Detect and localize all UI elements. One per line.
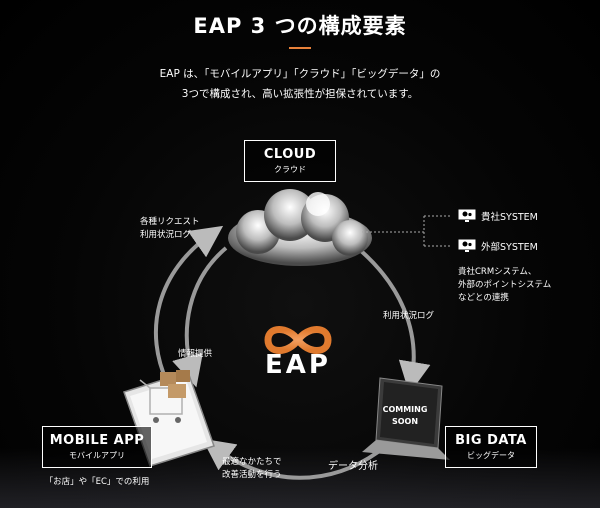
system-item-external: 外部SYSTEM bbox=[458, 238, 538, 254]
coming-soon-line-1: COMMING bbox=[382, 405, 428, 414]
coming-soon-line-2: SOON bbox=[391, 417, 419, 426]
laptop-illustration bbox=[362, 377, 450, 460]
flow-label-improvement-line-1: 最適なかたちで bbox=[222, 457, 282, 467]
arrow-cloud-to-mobile bbox=[172, 246, 228, 388]
arrow-mobile-to-cloud bbox=[154, 225, 224, 389]
system-item-external-label: 外部SYSTEM bbox=[481, 242, 538, 253]
system-note-line-2: 外部のポイントシステム bbox=[458, 280, 552, 290]
arrow-cloud-to-bigdata bbox=[358, 248, 431, 394]
monitor-gear-icon bbox=[458, 209, 476, 222]
system-note-line-3: などとの連携 bbox=[458, 293, 509, 303]
intro-text: EAP は、「モバイルアプリ」「クラウド」「ビッグデータ」の 3つで構成され、高… bbox=[0, 64, 600, 104]
flow-label-requests: 各種リクエスト 利用状況ログ bbox=[140, 216, 200, 242]
mobile-app-node-subtitle: モバイルアプリ bbox=[69, 451, 125, 460]
system-connector bbox=[362, 215, 452, 247]
system-item-own-label: 貴社SYSTEM bbox=[481, 212, 538, 223]
mobile-app-node-title: MOBILE APP bbox=[49, 433, 145, 448]
arrow-bigdata-to-mobile bbox=[202, 438, 380, 480]
flow-label-requests-line-1: 各種リクエスト bbox=[140, 217, 200, 227]
intro-line-2: 3つで構成され、高い拡張性が担保されています。 bbox=[181, 88, 419, 100]
system-note-line-1: 貴社CRMシステム、 bbox=[458, 267, 537, 277]
big-data-node-title: BIG DATA bbox=[455, 433, 527, 448]
system-item-own: 貴社SYSTEM bbox=[458, 208, 538, 224]
mobile-app-node: MOBILE APP モバイルアプリ bbox=[42, 426, 152, 468]
page-title: EAP 3 つの構成要素 bbox=[193, 14, 407, 38]
cloud-node-subtitle: クラウド bbox=[274, 165, 306, 174]
flow-label-data-analysis: データ分析 bbox=[328, 461, 378, 472]
big-data-node-subtitle: ビッグデータ bbox=[467, 451, 515, 460]
flow-label-improvement-line-2: 改善活動を行う bbox=[222, 470, 282, 480]
intro-line-1: EAP は、「モバイルアプリ」「クラウド」「ビッグデータ」の bbox=[159, 68, 441, 80]
eap-logo-text: EAP bbox=[265, 350, 331, 380]
monitor-gear-icon bbox=[458, 239, 476, 252]
flow-label-info: 情報提供 bbox=[178, 349, 213, 359]
infinity-logo-icon bbox=[264, 326, 332, 354]
cloud-node-title: CLOUD bbox=[263, 147, 317, 162]
flow-label-usage-log: 利用状況ログ bbox=[383, 311, 435, 321]
big-data-node: BIG DATA ビッグデータ bbox=[445, 426, 537, 468]
flow-label-improvement: 最適なかたちで 改善活動を行う bbox=[222, 456, 282, 482]
flow-label-requests-line-2: 利用状況ログ bbox=[140, 230, 192, 240]
coming-soon-label: COMMING SOON bbox=[375, 404, 435, 428]
system-note: 貴社CRMシステム、 外部のポイントシステム などとの連携 bbox=[458, 266, 551, 305]
cloud-image bbox=[228, 189, 372, 266]
title-underline bbox=[289, 47, 311, 49]
mobile-usage-note: 「お店」や「EC」での利用 bbox=[44, 477, 150, 487]
cloud-node: CLOUD クラウド bbox=[244, 140, 336, 182]
flow-ring bbox=[154, 225, 431, 480]
